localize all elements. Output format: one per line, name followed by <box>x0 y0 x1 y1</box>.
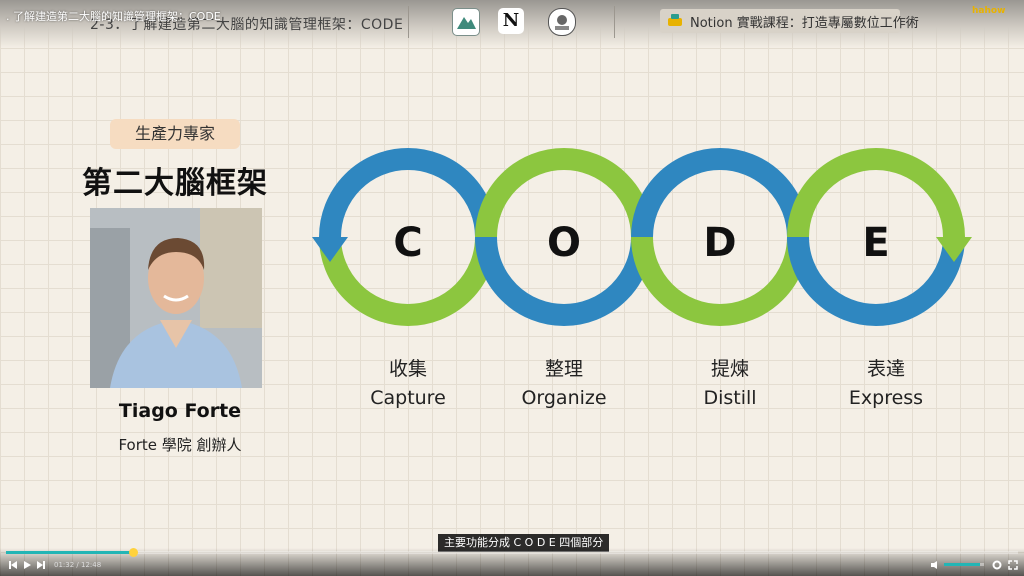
prev-icon[interactable] <box>8 560 18 573</box>
letter-o: O <box>547 220 581 266</box>
player-controls <box>0 548 1024 576</box>
step-label-en: Capture <box>370 387 446 409</box>
letter-c: C <box>393 220 422 266</box>
step-label-en: Organize <box>521 387 607 409</box>
step-label-en: Distill <box>703 387 757 409</box>
lesson-title: 2-3．了解建造第二大腦的知識管理框架：CODE <box>90 17 404 33</box>
person-name: Tiago Forte <box>118 400 242 422</box>
avatar-logo-icon <box>548 8 576 36</box>
loop-arc-e-top <box>787 148 965 238</box>
arrow-right-icon <box>936 237 972 262</box>
step-label-zh: 整理 <box>544 358 583 380</box>
step-label-en: Express <box>848 387 924 409</box>
duration: 12:48 <box>81 561 102 569</box>
person-role: Forte 學院 創辦人 <box>118 436 242 454</box>
arrow-left-icon <box>312 237 348 262</box>
mountain-logo-icon <box>452 8 480 36</box>
time-separator: / <box>76 561 79 569</box>
step-label-zh: 提煉 <box>710 358 749 380</box>
progress-fill <box>6 551 133 554</box>
step-organize: 整理 Organize <box>504 354 624 409</box>
step-label-zh: 收集 <box>388 358 427 380</box>
loop-arc-d-top <box>631 148 809 238</box>
hahow-logo-icon <box>666 12 684 32</box>
volume-icon[interactable] <box>930 560 940 573</box>
loop-arc-o-top <box>475 148 653 238</box>
loop-arc-e-bottom <box>787 236 965 326</box>
header-divider <box>614 6 615 38</box>
fullscreen-icon[interactable] <box>1008 560 1018 573</box>
video-title: . 了解建造第二大腦的知識管理框架：CODE <box>6 10 221 23</box>
time-display: 01:32 / 12:48 <box>54 561 101 569</box>
loop-arc-c-top <box>319 148 497 238</box>
letter-d: D <box>703 220 736 266</box>
loop-arc-o-bottom <box>475 236 653 326</box>
course-title: Notion 實戰課程：打造專屬數位工作術 <box>690 16 919 31</box>
loop-arc-d-bottom <box>631 236 809 326</box>
course-title-box <box>660 9 900 33</box>
step-label-zh: 表達 <box>866 358 905 380</box>
step-capture: 收集 Capture <box>348 354 468 409</box>
volume-fill <box>944 563 980 566</box>
page-title: 第二大腦框架 <box>82 166 268 201</box>
role-badge: 生產力專家 <box>110 119 240 149</box>
brand-logo: hahow <box>972 6 1006 16</box>
play-icon[interactable] <box>22 560 32 573</box>
next-icon[interactable] <box>36 560 46 573</box>
loop-arc-c-bottom <box>319 236 497 326</box>
code-loop-diagram: C O D E <box>312 148 972 326</box>
header-divider <box>408 6 409 38</box>
gear-icon[interactable] <box>992 560 1002 573</box>
progress-bar[interactable] <box>6 548 1018 557</box>
subtitle-caption: 主要功能分成 C O D E 四個部分 <box>438 534 610 552</box>
volume-slider[interactable] <box>944 563 984 566</box>
step-distill: 提煉 Distill <box>670 354 790 409</box>
letter-e: E <box>862 220 889 266</box>
step-express: 表達 Express <box>826 354 946 409</box>
notion-logo-icon: N <box>498 8 524 34</box>
progress-knob[interactable] <box>128 548 138 557</box>
current-time: 01:32 <box>54 561 75 569</box>
person-photo <box>90 208 262 388</box>
